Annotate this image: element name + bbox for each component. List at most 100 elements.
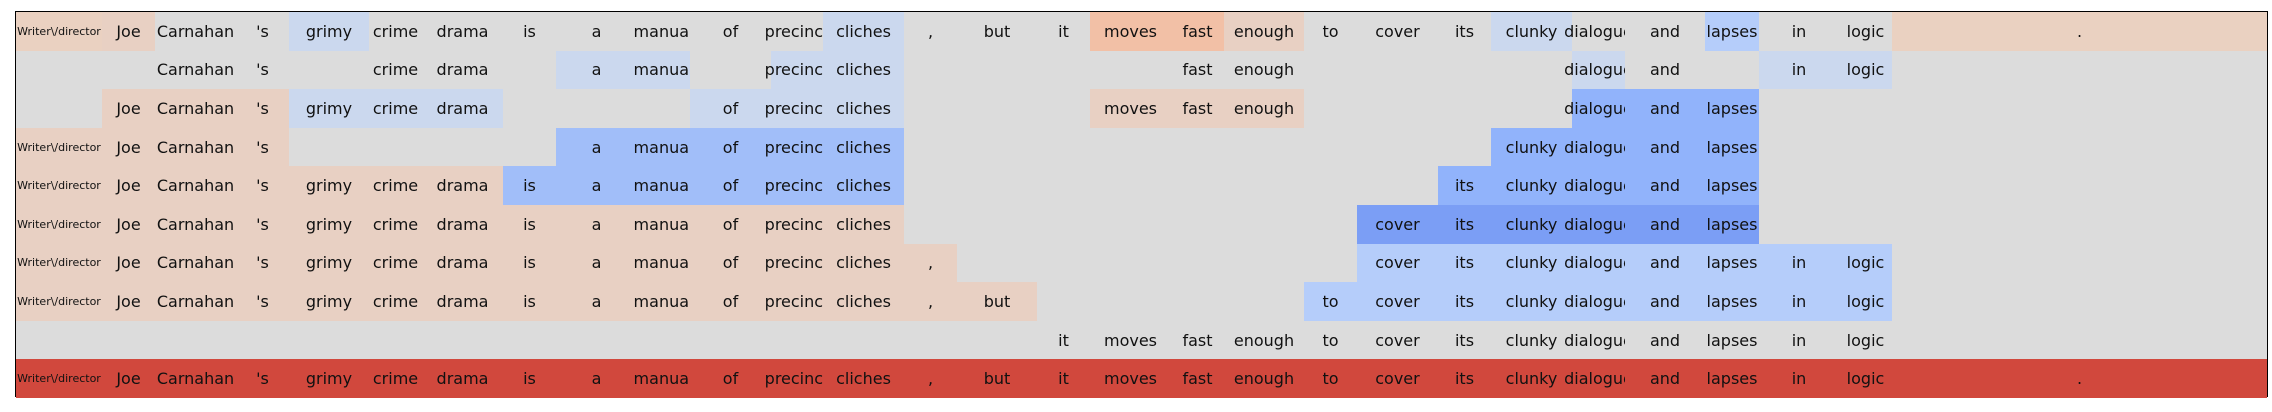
heatmap-cell xyxy=(289,50,369,90)
heatmap-cell xyxy=(1892,166,2267,205)
heatmap-cell: its xyxy=(1438,359,1491,398)
heatmap-cell: clunky xyxy=(1491,205,1572,244)
heatmap-cell: its xyxy=(1438,243,1491,283)
heatmap-cell: drama xyxy=(422,205,503,244)
heatmap-cell: is xyxy=(503,359,556,398)
heatmap-cell: is xyxy=(503,166,556,205)
heatmap-cell: a xyxy=(556,243,637,283)
heatmap-cell: and xyxy=(1625,127,1705,167)
heatmap-cell xyxy=(422,320,503,360)
heatmap-cell xyxy=(1171,127,1224,167)
heatmap-cell: its xyxy=(1438,320,1491,360)
heatmap-cell xyxy=(1491,50,1572,90)
heatmap-cell: of xyxy=(690,205,771,244)
heatmap-cell: Writer\/director xyxy=(16,205,102,244)
heatmap-cell: Carnahan xyxy=(155,89,236,128)
heatmap-cell xyxy=(369,127,422,167)
heatmap-cell: drama xyxy=(422,282,503,321)
heatmap-cell: but xyxy=(957,12,1037,51)
heatmap-cell: crime xyxy=(369,50,422,90)
heatmap-cell: lapses xyxy=(1705,359,1759,398)
heatmap-cell xyxy=(957,89,1037,128)
heatmap-cell: clunky xyxy=(1491,320,1572,360)
heatmap-cell xyxy=(236,320,289,360)
heatmap-cell: clunky xyxy=(1491,166,1572,205)
heatmap-cell xyxy=(1090,50,1171,90)
heatmap-cell: manual xyxy=(634,282,693,321)
heatmap-cell xyxy=(1892,127,2267,167)
heatmap-cell xyxy=(1438,127,1491,167)
heatmap-cell xyxy=(1171,243,1224,283)
heatmap-cell: logic xyxy=(1839,243,1892,283)
heatmap-cell: 's xyxy=(236,282,289,321)
heatmap-cell: precinct xyxy=(765,166,829,205)
heatmap-cell: Joe xyxy=(102,359,155,398)
heatmap-cell xyxy=(1892,282,2267,321)
heatmap-cell: Writer\/director xyxy=(16,12,102,51)
heatmap-cell: grimy xyxy=(289,12,369,51)
heatmap-cell xyxy=(637,89,690,128)
heatmap-cell: logic xyxy=(1839,320,1892,360)
heatmap-cell: manual xyxy=(634,243,693,283)
heatmap-cell xyxy=(1438,50,1491,90)
heatmap-cell xyxy=(957,166,1037,205)
heatmap-cell xyxy=(1304,50,1357,90)
heatmap-cell: enough xyxy=(1224,89,1304,128)
heatmap-cell: dialogue xyxy=(1564,359,1633,398)
heatmap-cell: enough xyxy=(1224,359,1304,398)
heatmap-cell: its xyxy=(1438,205,1491,244)
heatmap-cell: manual xyxy=(634,166,693,205)
heatmap-cell: grimy xyxy=(289,282,369,321)
heatmap-cell: logic xyxy=(1839,12,1892,51)
heatmap-cell xyxy=(369,320,422,360)
heatmap-cell xyxy=(690,320,771,360)
heatmap-cell: of xyxy=(690,166,771,205)
heatmap-cell: Carnahan xyxy=(155,12,236,51)
heatmap-cell xyxy=(690,50,771,90)
heatmap-cell: Joe xyxy=(102,12,155,51)
heatmap-cell: in xyxy=(1759,359,1839,398)
heatmap-cell: Joe xyxy=(102,89,155,128)
heatmap-cell xyxy=(1892,89,2267,128)
heatmap-cell: crime xyxy=(369,12,422,51)
heatmap-cell: is xyxy=(503,205,556,244)
heatmap-cell: and xyxy=(1625,12,1705,51)
heatmap-cell xyxy=(1892,205,2267,244)
heatmap-cell xyxy=(1438,89,1491,128)
heatmap-cell: cliches xyxy=(823,359,904,398)
heatmap-cell xyxy=(16,50,102,90)
heatmap-cell xyxy=(1759,205,1839,244)
heatmap-cell: manual xyxy=(634,12,693,51)
heatmap-cell xyxy=(1357,89,1438,128)
heatmap-cell xyxy=(102,320,155,360)
heatmap-cell: cover xyxy=(1357,359,1438,398)
heatmap-cell xyxy=(1037,282,1090,321)
heatmap-cell: of xyxy=(690,243,771,283)
heatmap-cell: manual xyxy=(634,50,693,90)
heatmap-cell: precinct xyxy=(765,89,829,128)
heatmap-cell xyxy=(503,89,556,128)
heatmap-cell: manual xyxy=(634,205,693,244)
heatmap-cell xyxy=(1304,89,1357,128)
heatmap-cell xyxy=(1839,89,1892,128)
heatmap-cell xyxy=(904,89,957,128)
heatmap-cell: and xyxy=(1625,320,1705,360)
heatmap-cell xyxy=(904,50,957,90)
heatmap-cell: , xyxy=(904,12,957,51)
heatmap-cell: lapses xyxy=(1705,89,1759,128)
heatmap-cell: precinct xyxy=(765,127,829,167)
heatmap-cell: a xyxy=(556,359,637,398)
heatmap-cell: logic xyxy=(1839,50,1892,90)
heatmap-cell: is xyxy=(503,243,556,283)
heatmap-cell xyxy=(957,205,1037,244)
heatmap-cell xyxy=(904,320,957,360)
heatmap-cell: a xyxy=(556,205,637,244)
heatmap-cell: a xyxy=(556,282,637,321)
heatmap-cell: a xyxy=(556,127,637,167)
heatmap-cell: Joe xyxy=(102,282,155,321)
heatmap-cell: and xyxy=(1625,50,1705,90)
heatmap-cell: crime xyxy=(369,359,422,398)
